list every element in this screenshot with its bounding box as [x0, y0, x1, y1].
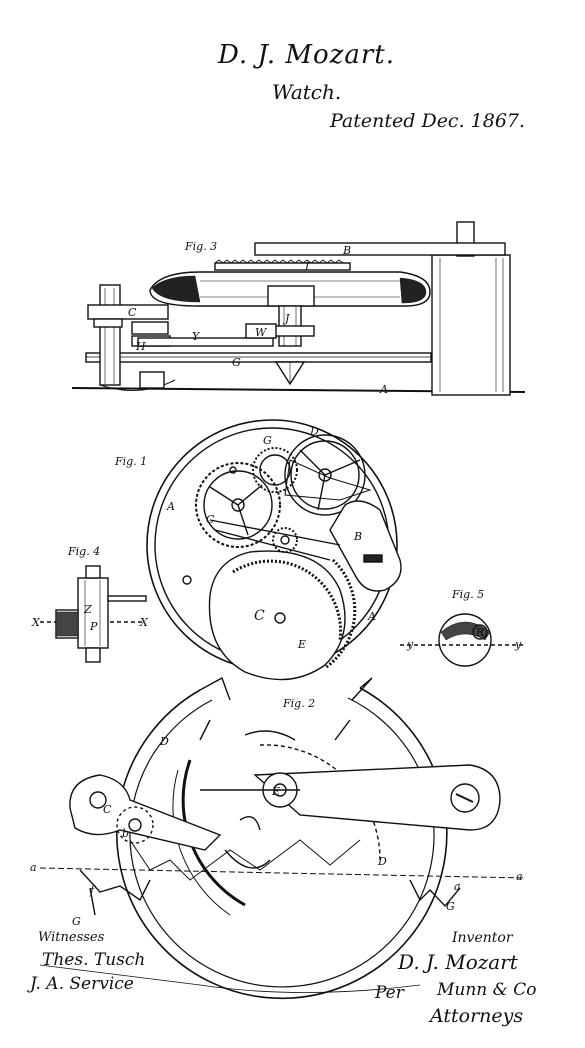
- fig3-letter-j: J: [285, 312, 290, 325]
- fig3-letter-g: G: [232, 356, 241, 369]
- fig2-letter-d-lower: D: [378, 855, 387, 868]
- fig3-letter-c: C: [128, 306, 137, 319]
- fig3-letter-h: H: [136, 340, 146, 353]
- witness-signature-2: J. A. Service: [30, 974, 134, 994]
- fig3-label: Fig. 3: [185, 240, 218, 253]
- fig3-letter-i: I: [305, 260, 310, 273]
- fig1-letter-g: G: [263, 434, 272, 447]
- invention-title: Watch.: [272, 80, 342, 104]
- fig4-letter-x-right: X: [140, 616, 148, 629]
- fig2-letter-g-right: G: [446, 900, 455, 913]
- fig4-letter-x-left: X: [32, 616, 40, 629]
- fig1-label: Fig. 1: [115, 455, 148, 468]
- fig2-label: Fig. 2: [283, 697, 316, 710]
- fig2-letter-f: f: [90, 884, 95, 897]
- per-label: Per: [375, 983, 404, 1003]
- fig2-letter-c: C: [103, 803, 112, 816]
- fig1-letter-a: A: [167, 500, 175, 513]
- fig5-letter-r: R: [476, 626, 485, 639]
- figure-1-plan-view: [146, 419, 402, 681]
- inventor-label: Inventor: [452, 930, 513, 946]
- fig2-letter-d: D: [160, 735, 169, 748]
- fig2-letter-a-right: a: [516, 870, 523, 883]
- fig5-label: Fig. 5: [452, 588, 485, 601]
- attorneys-label: Attorneys: [430, 1005, 524, 1027]
- fig1-letter-c-large: C: [254, 608, 265, 624]
- figure-3-side-view: [71, 221, 526, 396]
- fig2-letter-b: b: [122, 827, 130, 840]
- figure-2-plan-view: [39, 676, 526, 1000]
- fig2-letter-g-left: G: [72, 915, 81, 928]
- fig2-letter-a-left: a: [30, 861, 37, 874]
- witnesses-label: Witnesses: [38, 930, 105, 945]
- fig3-letter-w: W: [255, 326, 267, 339]
- fig5-letter-y-left: y: [407, 638, 414, 651]
- fig4-letter-p: P: [90, 620, 98, 633]
- fig5-letter-y-right: y: [515, 638, 522, 651]
- fig4-label: Fig. 4: [68, 545, 101, 558]
- attorney-firm-signature: Munn & Co: [437, 980, 537, 1000]
- fig2-letter-e: E: [272, 785, 281, 798]
- fig3-letter-y: Y: [192, 330, 200, 343]
- figure-5-section: [400, 613, 525, 667]
- inventor-signature: D. J. Mozart: [398, 950, 518, 974]
- fig3-letter-a: A: [380, 383, 388, 396]
- fig1-letter-d: D: [310, 425, 319, 438]
- inventor-name-heading: D. J. Mozart.: [218, 40, 395, 70]
- fig1-letter-a-right: A: [368, 610, 376, 623]
- fig1-letter-e: E: [298, 638, 307, 651]
- patent-date: Patented Dec. 1867.: [330, 110, 526, 132]
- fig1-letter-b: B: [354, 530, 363, 543]
- fig1-letter-c: C: [206, 513, 215, 526]
- fig4-letter-z: Z: [84, 603, 92, 616]
- figure-4-section: [40, 565, 147, 663]
- witness-signature-1: Thes. Tusch: [42, 950, 146, 970]
- fig2-letter-a-lower: a: [454, 880, 461, 893]
- fig3-letter-b: B: [343, 244, 352, 257]
